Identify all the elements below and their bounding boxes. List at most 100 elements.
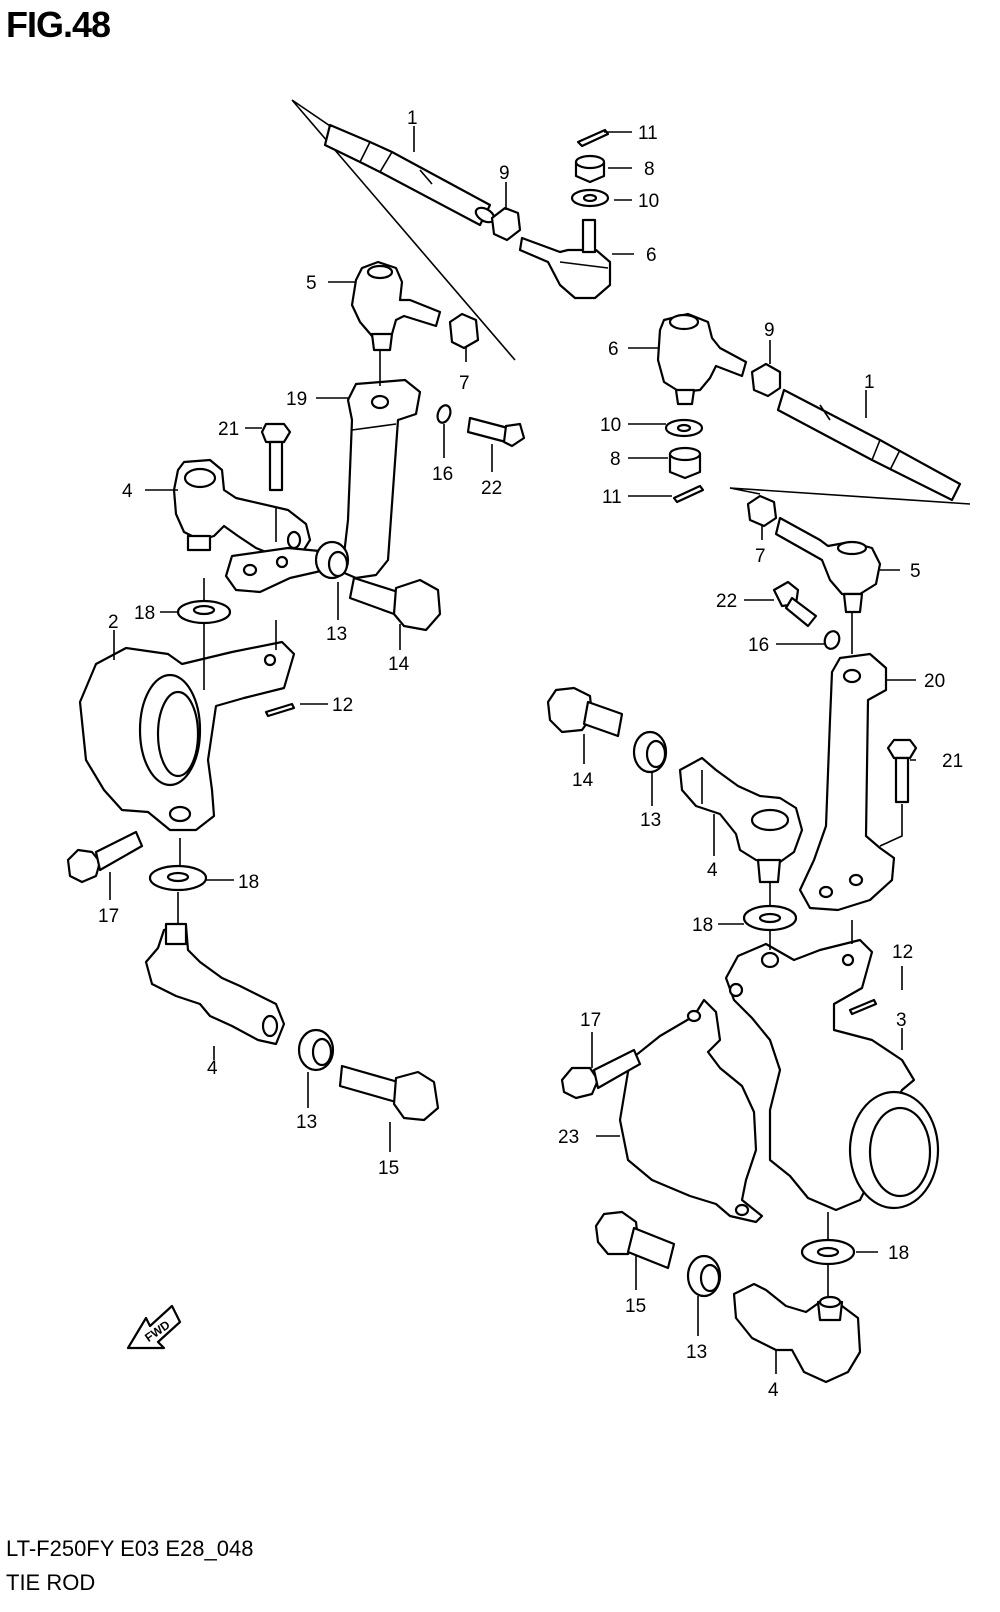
callout: 8	[610, 449, 621, 470]
callout: 11	[602, 487, 622, 508]
callout: 23	[558, 1127, 579, 1148]
bushing-upper-13[interactable]	[314, 540, 350, 580]
tie-rod-end-right-4[interactable]	[678, 756, 804, 884]
tie-rod-end-right-5[interactable]	[774, 516, 882, 614]
figure-title: FIG.48	[6, 4, 111, 45]
knuckle-2[interactable]	[78, 640, 296, 832]
bushing-right-lower-13[interactable]	[686, 1254, 722, 1298]
bolt-right-22[interactable]	[772, 580, 818, 628]
callout: 14	[388, 654, 410, 675]
callout: 4	[207, 1058, 218, 1079]
callout: 18	[692, 915, 713, 936]
bolt-right-14[interactable]	[546, 686, 624, 738]
callout: 13	[640, 810, 661, 831]
bolt-right-21[interactable]	[886, 738, 918, 804]
tie-rod-end-right-6[interactable]	[656, 312, 748, 406]
callout: 12	[892, 942, 913, 963]
bolt-lower-left-15[interactable]	[338, 1064, 440, 1122]
callout: 17	[98, 906, 119, 927]
cotter-pin-upper-11[interactable]	[576, 128, 610, 148]
cover-23[interactable]	[618, 998, 764, 1224]
callout-leaders	[109, 126, 916, 1374]
bolt-right-15[interactable]	[594, 1210, 676, 1270]
bolt-right-17[interactable]	[560, 1048, 642, 1100]
callout: 9	[764, 320, 775, 341]
tie-rod-end-upper-4[interactable]	[172, 458, 336, 594]
callout: 9	[499, 163, 510, 184]
castle-nut-upper-8[interactable]	[574, 154, 606, 184]
tie-rod-end-lower-right-4[interactable]	[732, 1282, 862, 1384]
callout: 10	[600, 415, 621, 436]
lock-washer-right-16[interactable]	[822, 629, 841, 651]
bolt-upper-21[interactable]	[260, 422, 292, 492]
washer-upper-10[interactable]	[570, 188, 610, 208]
washer-right-upper-18[interactable]	[742, 904, 798, 932]
callout: 15	[625, 1296, 646, 1317]
tie-rod-sleeve-upper[interactable]	[323, 123, 497, 227]
lock-nut-right-9[interactable]	[750, 362, 782, 398]
callout: 7	[459, 373, 470, 394]
callout: 1	[864, 372, 875, 393]
callout: 3	[896, 1010, 907, 1031]
steering-arm-19[interactable]	[340, 378, 422, 580]
callout: 18	[134, 603, 155, 624]
callout: 13	[296, 1112, 317, 1133]
callout: 18	[238, 872, 259, 893]
callout: 20	[924, 671, 945, 692]
callout: 5	[910, 561, 921, 582]
lock-nut-right-7[interactable]	[746, 494, 778, 528]
callout: 19	[286, 389, 307, 410]
callout: 6	[646, 245, 657, 266]
bolt-upper-22[interactable]	[466, 416, 526, 448]
cotter-pin-upper-12[interactable]	[264, 702, 296, 718]
tie-rod-end-upper-5[interactable]	[350, 260, 442, 352]
cotter-pin-right-12[interactable]	[848, 998, 878, 1016]
callout: 5	[306, 273, 317, 294]
assembly-guide-lines-right	[729, 487, 971, 505]
figure-code: LT-F250FY E03 E28_048	[6, 1536, 254, 1561]
bushing-lower-left-13[interactable]	[297, 1028, 335, 1072]
callout: 16	[748, 635, 769, 656]
callout: 8	[644, 159, 655, 180]
callout: 22	[481, 478, 502, 499]
callout: 22	[716, 591, 737, 612]
callout: 17	[580, 1010, 601, 1031]
knuckle-3[interactable]	[724, 938, 940, 1212]
washer-upper-18[interactable]	[176, 599, 232, 625]
bushing-right-13[interactable]	[632, 730, 668, 774]
callout: 1	[407, 108, 418, 129]
washer-right-10[interactable]	[664, 418, 704, 438]
callout: 16	[432, 464, 453, 485]
callout: 11	[638, 123, 658, 144]
callout: 15	[378, 1158, 399, 1179]
assembly-guide-lines-right-lower	[701, 612, 903, 1298]
washer-right-lower-18[interactable]	[800, 1238, 856, 1266]
callout: 10	[638, 191, 659, 212]
bolt-left-17[interactable]	[66, 830, 144, 884]
castle-nut-right-8[interactable]	[668, 446, 702, 480]
cotter-pin-right-11[interactable]	[672, 484, 705, 504]
fwd-arrow-icon: FWD	[126, 1304, 182, 1350]
bolt-upper-14[interactable]	[348, 576, 442, 632]
callout: 7	[755, 546, 766, 567]
washer-left-18[interactable]	[148, 864, 208, 892]
callout: 2	[108, 612, 119, 633]
assembly-guide-lines-left	[177, 350, 381, 924]
lock-nut-upper-7[interactable]	[448, 312, 480, 350]
tie-rod-end-lower-left-4[interactable]	[144, 922, 286, 1046]
callout: 13	[326, 624, 347, 645]
tie-rod-end-upper-6[interactable]	[518, 218, 612, 300]
callout: 4	[122, 481, 133, 502]
lock-nut-upper[interactable]	[490, 206, 522, 242]
callout: 4	[707, 860, 718, 881]
callout: 6	[608, 339, 619, 360]
callout: 13	[686, 1342, 707, 1363]
tie-rod-sleeve-right[interactable]	[776, 388, 962, 502]
lock-washer-upper-16[interactable]	[435, 403, 452, 424]
callout: 21	[218, 419, 239, 440]
callout: 14	[572, 770, 594, 791]
steering-arm-20[interactable]	[798, 652, 896, 912]
callout: 4	[768, 1380, 779, 1401]
callout: 12	[332, 695, 353, 716]
